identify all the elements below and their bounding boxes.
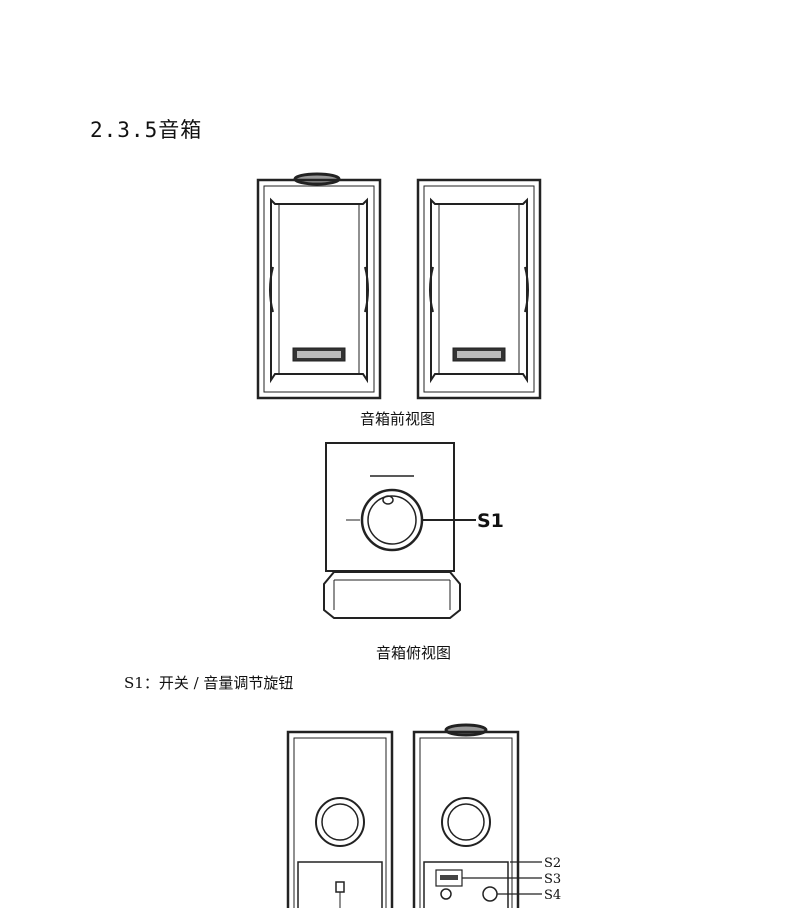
s1-description: S1：开关 / 音量调节旋钮 [124, 674, 294, 692]
s2-callout-label: S2 [544, 856, 561, 871]
left-speaker-front [256, 172, 382, 400]
s4-callout-label: S4 [544, 888, 561, 903]
speaker-top-view-drawing: S1 [323, 442, 504, 619]
speaker-rear-view-figure: S2 S3 S4 [284, 722, 574, 908]
s1-callout-label: S1 [477, 510, 504, 532]
speaker-top-view-figure: S1 [320, 440, 510, 622]
front-view-caption: 音箱前视图 [360, 410, 436, 428]
speaker-front-view-drawing [256, 172, 542, 400]
speaker-front-view-figure [255, 172, 545, 400]
speaker-rear-view-drawing: S2 S3 S4 [286, 723, 561, 908]
s3-callout-label: S3 [544, 872, 561, 887]
right-speaker-front [416, 178, 542, 400]
top-view-caption: 音箱俯视图 [376, 644, 452, 662]
section-heading: 2.3.5音箱 [90, 118, 203, 142]
